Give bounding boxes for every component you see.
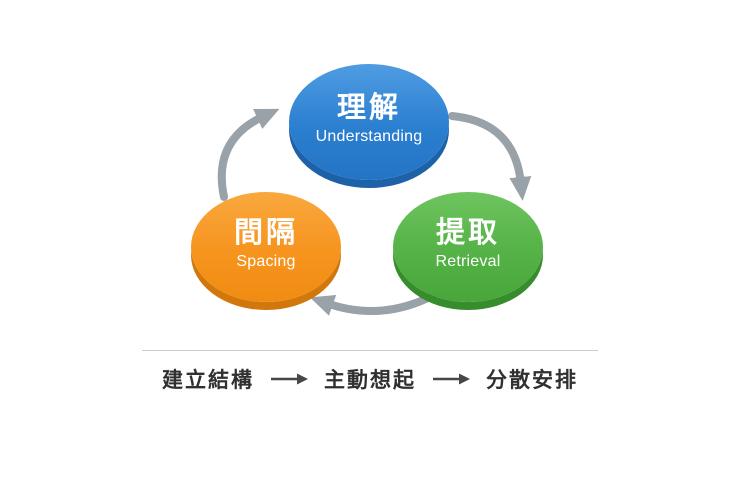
cycle-arrow-retrieval-to-spacing <box>309 292 436 316</box>
node-spacing-en-label: Spacing <box>236 253 296 271</box>
arrow-right-icon <box>271 373 308 385</box>
node-understanding-en-label: Understanding <box>315 128 423 146</box>
footer-steps: 建立結構 主動想起 分散安排 <box>0 364 740 394</box>
node-retrieval: 提取 Retrieval <box>393 192 543 302</box>
node-understanding-zh-label: 理解 <box>336 91 401 124</box>
arrow-right-icon <box>433 373 470 385</box>
node-retrieval-zh-label: 提取 <box>435 216 500 249</box>
node-spacing-zh-label: 間隔 <box>233 216 298 249</box>
step-active-recall: 主動想起 <box>324 369 416 392</box>
cycle-arrow-spacing-to-understanding <box>217 108 280 201</box>
node-retrieval-en-label: Retrieval <box>435 253 501 271</box>
node-spacing: 間隔 Spacing <box>191 192 341 302</box>
divider-line <box>142 350 598 351</box>
node-understanding: 理解 Understanding <box>289 64 449 180</box>
step-spaced-scheduling: 分散安排 <box>486 369 578 392</box>
step-build-structure: 建立結構 <box>162 369 254 392</box>
cycle-arrow-understanding-to-retrieval <box>448 112 532 201</box>
